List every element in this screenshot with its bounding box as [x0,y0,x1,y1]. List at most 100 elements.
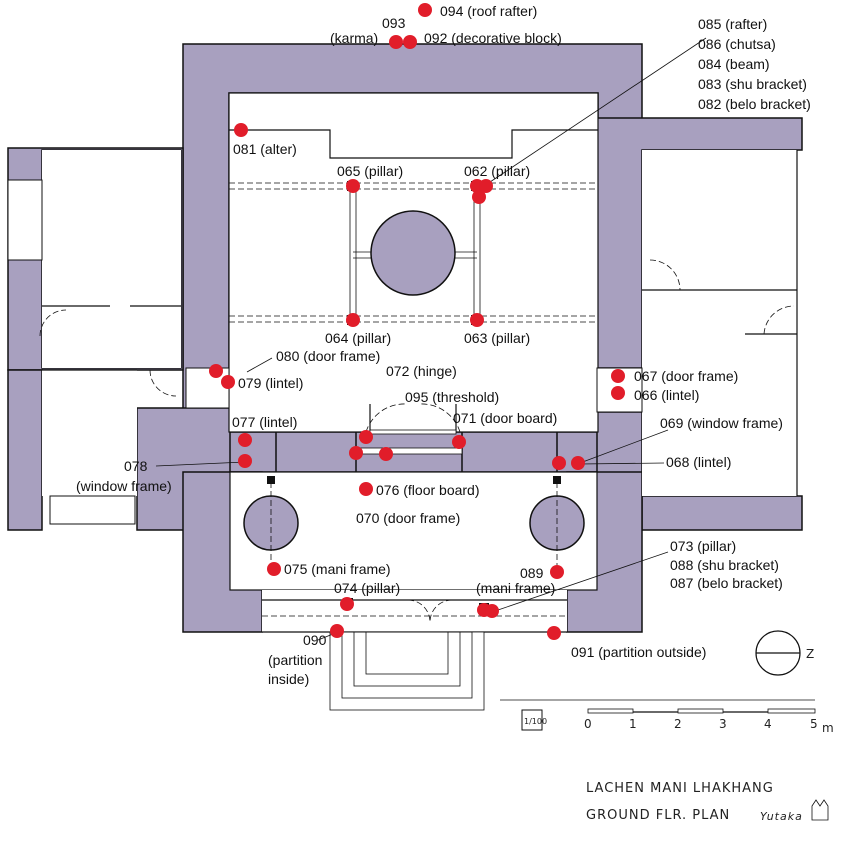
marker-068 [571,456,585,470]
label-070: 070 (door frame) [356,510,460,526]
entrance-wall-left [275,431,357,473]
marker-090 [330,624,344,638]
porch-front [262,590,567,632]
marker-095 [379,447,393,461]
altar-outline [229,129,598,159]
marker-079 [221,375,235,389]
leader-lines [155,37,707,641]
label-093: 093 [382,15,406,31]
marker-088 [485,604,499,618]
scale-tick-5: 5 [810,717,818,731]
label-084: 084 (beam) [698,56,770,72]
label-082: 082 (belo bracket) [698,96,811,112]
right-bottom-wall [641,495,803,531]
scale-ratio: 1/100 [524,717,547,726]
right-room-floor [642,150,797,346]
right-room-lower-floor [642,346,797,496]
partitions [7,150,798,633]
marker-085 [479,179,493,193]
entrance-wall-right [461,431,558,473]
marker-dots [209,3,625,640]
label-karma: (karma) [330,30,378,46]
label-077: 077 (lintel) [232,414,297,430]
scale-tick-3: 3 [719,717,727,731]
marker-064 [346,313,360,327]
label-079: 079 (lintel) [238,375,303,391]
label-069: 069 (window frame) [660,415,783,431]
left-lower-floor [42,370,137,496]
label-086: 086 (chutsa) [698,36,776,52]
marker-067 [611,369,625,383]
marker-065 [346,179,360,193]
north-label: Z [806,647,814,661]
marker-072b [349,446,363,460]
title-block: LACHEN MANI LHAKHANG GROUND FLR. PLAN Yu… [586,781,829,823]
marker-086 [472,190,486,204]
left-room-floor [42,150,181,368]
marker-072 [359,430,373,444]
cat-doodle-icon [811,799,829,821]
label-088: 088 (shu bracket) [670,557,779,573]
marker-063 [470,313,484,327]
marker-066 [611,386,625,400]
plan-title-line2: GROUND FLR. PLAN [586,808,730,823]
marker-093 [389,35,403,49]
label-068: 068 (lintel) [666,454,731,470]
plan-title-line1: LACHEN MANI LHAKHANG [586,781,774,796]
label-092: 092 (decorative block) [424,30,562,46]
label-089: 089 [520,565,544,581]
label-090: 090 [303,632,327,648]
label-083: 083 (shu bracket) [698,76,807,92]
label-063: 063 (pillar) [464,330,530,346]
scale-tick-1: 1 [629,717,637,731]
label-065: 065 (pillar) [337,163,403,179]
marker-071 [452,435,466,449]
marker-074 [340,597,354,611]
marker-075 [267,562,281,576]
label-089-sub: (mani frame) [476,580,555,596]
scale-tick-0: 0 [584,717,592,731]
scale-unit: m [822,721,834,735]
marker-069 [552,456,566,470]
scale-ratio-box [521,709,543,731]
label-072: 072 (hinge) [386,363,457,379]
label-067: 067 (door frame) [634,368,738,384]
label-090-sub: (partition [268,652,322,668]
left-room-side-wall [7,369,43,531]
label-081: 081 (alter) [233,141,297,157]
marker-094 [418,3,432,17]
label-085: 085 (rafter) [698,16,767,32]
north-arrow: Z [755,630,814,676]
label-062: 062 (pillar) [464,163,530,179]
label-066: 066 (lintel) [634,387,699,403]
scale-tick-4: 4 [764,717,772,731]
label-075: 075 (mani frame) [284,561,391,577]
marker-078 [238,454,252,468]
label-091: 091 (partition outside) [571,644,706,660]
beams [229,182,598,323]
label-074: 074 (pillar) [334,580,400,596]
scale-tick-2: 2 [674,717,682,731]
label-087: 087 (belo bracket) [670,575,783,591]
marker-077 [238,433,252,447]
label-090-sub2: inside) [268,671,309,687]
component-labels: 094 (roof rafter) 093 (karma) 092 (decor… [76,3,811,687]
central-mani-wheel [370,210,456,296]
label-073: 073 (pillar) [670,538,736,554]
label-095: 095 (threshold) [405,389,499,405]
entrance-steps [329,631,485,711]
marker-076 [359,482,373,496]
marker-080 [209,364,223,378]
marker-081 [234,123,248,137]
scale-bar: 1/100 0 1 2 3 4 5 m [500,699,834,735]
marker-089 [550,565,564,579]
label-078-sub: (window frame) [76,478,172,494]
label-076: 076 (floor board) [376,482,480,498]
label-071: 071 (door board) [453,410,557,426]
signature: Yutaka [760,810,803,823]
marker-091 [547,626,561,640]
label-078: 078 [124,458,148,474]
label-080: 080 (door frame) [276,348,380,364]
